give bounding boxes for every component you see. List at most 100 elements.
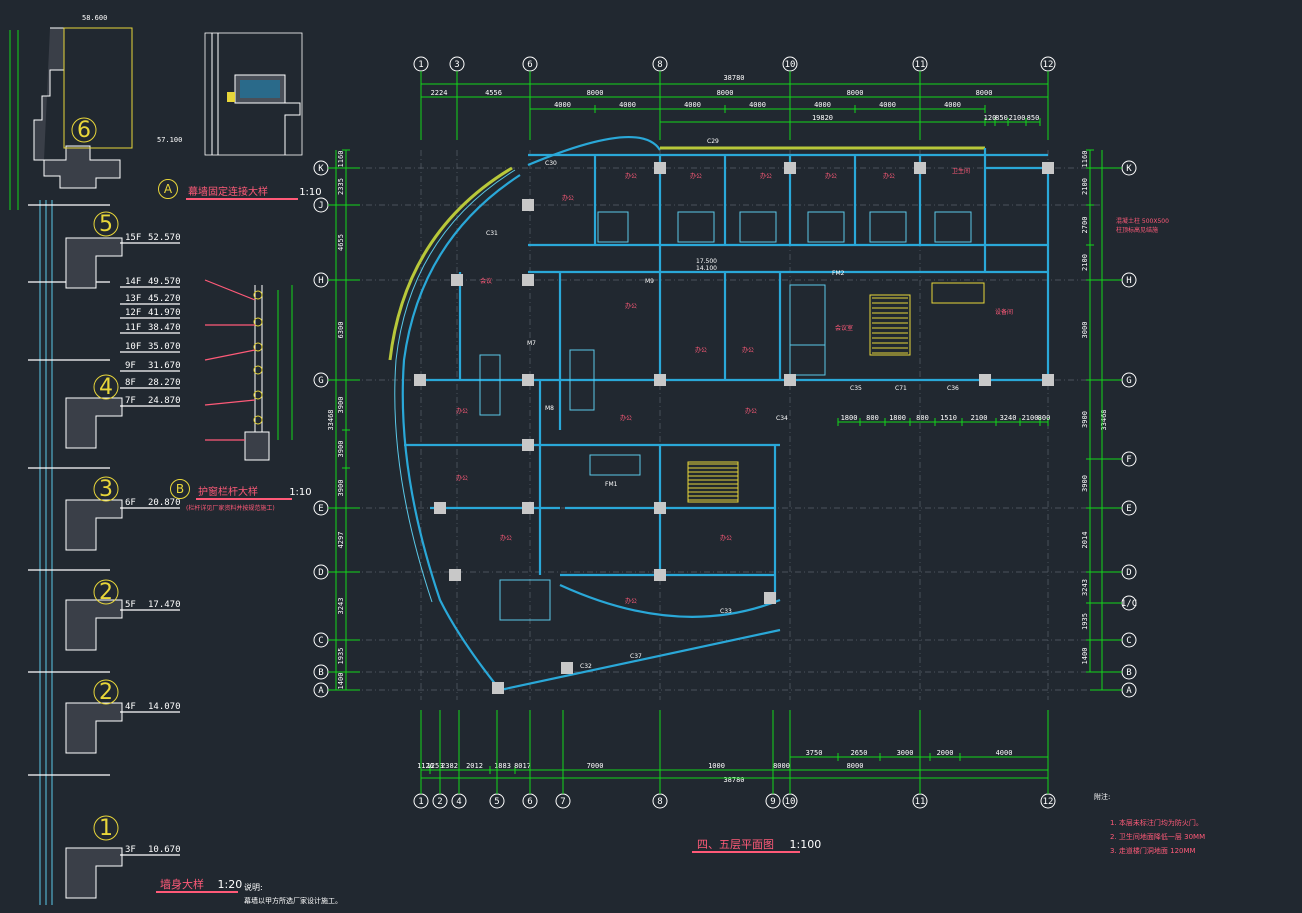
room-label: 卫生间	[952, 167, 970, 175]
notes-block: 附注: 1. 本层未标注门均为防火门。 2. 卫生间地面降低一层 30MM 3.…	[1094, 792, 1205, 856]
column	[561, 662, 573, 674]
right-row-label: 3900	[1081, 475, 1089, 492]
bottom-row1-label: 1126	[417, 762, 434, 770]
top-row3-label: 4000	[814, 101, 831, 109]
inner-row-label: 800	[916, 414, 929, 422]
plan-tag: M9	[645, 278, 654, 285]
room-label: 办公	[883, 172, 895, 180]
plan-tag: C33	[720, 608, 732, 615]
plan-tag: 14.100	[696, 265, 717, 272]
axis-label: 7	[560, 797, 565, 807]
axis-label: D	[1126, 568, 1131, 578]
main-title-underline	[692, 851, 800, 853]
room-label: 办公	[562, 194, 574, 202]
left-row-label: 3900	[337, 397, 345, 414]
right-row-label: 2100	[1081, 254, 1089, 271]
bottom-row1-label: 1250	[427, 762, 444, 770]
main-title: 四、五层平面图 1:100	[697, 836, 821, 852]
column	[654, 569, 666, 581]
note-2: 2. 卫生间地面降低一层 30MM	[1110, 833, 1206, 841]
floor-label: 5F	[125, 600, 136, 610]
bottom-row1-label: 2012	[466, 762, 483, 770]
top-row3-label: 4000	[944, 101, 961, 109]
column	[449, 569, 461, 581]
floor-elevation: 17.470	[148, 600, 181, 610]
axis-label: 2	[437, 797, 442, 807]
top-row4-label: 19820	[812, 114, 833, 122]
left-row-label: 1935	[337, 648, 345, 665]
column	[1042, 162, 1054, 174]
axis-label: 8	[657, 797, 662, 807]
slab-section	[65, 702, 123, 754]
top-row2-label: 8000	[717, 89, 734, 97]
room-label: 会议	[480, 277, 492, 285]
right-row-label: 1400	[1081, 648, 1089, 665]
axis-label: 12	[1043, 60, 1054, 70]
plan-tag: C30	[545, 160, 557, 167]
top-row2-label: 2224	[431, 89, 448, 97]
floor-elevation: 41.970	[148, 308, 181, 318]
inner-row-label: 1800	[841, 414, 858, 422]
structural-columns	[414, 162, 1054, 694]
right-row-label: 3900	[1081, 411, 1089, 428]
axis-label: 8	[657, 60, 662, 70]
slab-section	[65, 847, 123, 899]
plan-tag: C34	[776, 415, 788, 422]
wall-title-text: 墙身大样	[160, 878, 204, 891]
left-row-label: 4655	[337, 234, 345, 251]
floor-elevation: 38.470	[148, 323, 181, 333]
detail-ref-bubble	[93, 679, 119, 705]
left-row-label: 4297	[337, 532, 345, 549]
plan-tag: C35	[850, 385, 862, 392]
axis-label: 9	[770, 797, 775, 807]
room-label: 办公	[825, 172, 837, 180]
bottom-row2-label: 3750	[806, 749, 823, 757]
left-row-label: 3900	[337, 441, 345, 458]
bottom-row2-label: 4000	[996, 749, 1013, 757]
plan-tag: M7	[527, 340, 536, 347]
right-note-2: 柱顶标高见结施	[1116, 227, 1159, 234]
room-label: 办公	[625, 172, 637, 180]
column	[784, 374, 796, 386]
stairs	[688, 297, 908, 501]
top-row2-label: 4556	[485, 89, 502, 97]
plan-tag: FM2	[832, 270, 845, 277]
room-label: 办公	[625, 597, 637, 605]
axis-label: 11	[915, 797, 926, 807]
floor-elevation: 45.270	[148, 294, 181, 304]
column	[492, 682, 504, 694]
top-row3-label: 4000	[749, 101, 766, 109]
wall-note-head: 说明:	[244, 883, 263, 892]
bottom-row1-label: 8000	[773, 762, 790, 770]
inner-row-label: 2100	[1022, 414, 1039, 422]
axis-label: B	[318, 668, 323, 678]
top-row3-label: 4000	[879, 101, 896, 109]
top-row3-label: 4000	[554, 101, 571, 109]
plan-tag: M8	[545, 405, 554, 412]
detail-ref-bubble	[93, 476, 119, 502]
wall-title-underline	[156, 891, 238, 893]
wall-note: 幕墙以甲方所选厂家设计施工。	[244, 897, 342, 905]
axis-label: F	[1126, 455, 1131, 465]
top-row4-label: 850	[1027, 114, 1040, 122]
roof-elev: 57.100	[157, 136, 183, 144]
axis-label: C	[318, 636, 323, 646]
floor-elevation: 35.070	[148, 342, 181, 352]
top-row2-label: 8000	[976, 89, 993, 97]
axis-label: B	[1126, 668, 1131, 678]
detail-a-drawing	[204, 32, 303, 156]
floor-label: 12F	[125, 308, 141, 318]
main-title-text: 四、五层平面图	[697, 838, 774, 851]
column	[654, 162, 666, 174]
notes-head: 附注:	[1094, 793, 1111, 801]
inner-row-label: 1510	[940, 414, 957, 422]
axis-label: 11	[915, 60, 926, 70]
right-row-label: 1935	[1081, 613, 1089, 630]
bottom-row2-label: 2000	[937, 749, 954, 757]
axis-label: 3	[454, 60, 459, 70]
top-row3-label: 4000	[684, 101, 701, 109]
detail-a-title-text: 幕墙固定连接大样	[188, 187, 268, 198]
room-label: 办公	[760, 172, 772, 180]
left-row-label: 1400	[337, 673, 345, 690]
